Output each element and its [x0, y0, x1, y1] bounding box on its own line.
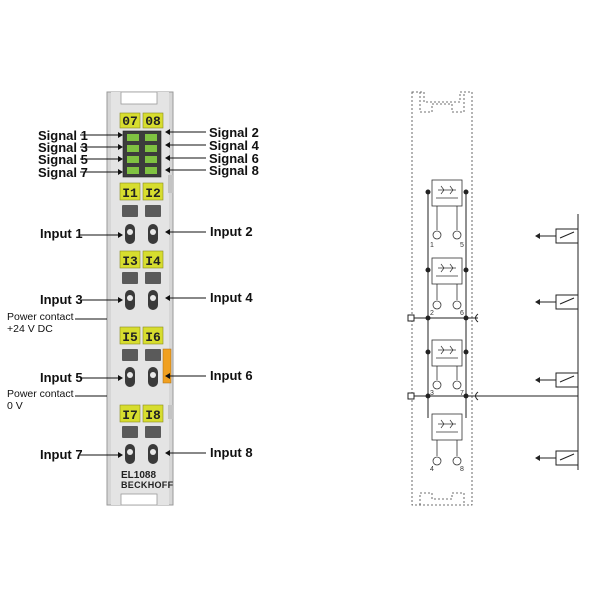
pin-7: 7 — [460, 390, 464, 397]
signal-5-label: Signal 5 — [38, 152, 88, 167]
field-switches — [478, 214, 579, 470]
channel-label-i8: I8 — [145, 408, 161, 423]
channel-label-i7: I7 — [122, 408, 138, 423]
pin-4: 4 — [430, 466, 434, 473]
channel-label-i2: I2 — [145, 186, 161, 201]
optocoupler-symbols — [436, 185, 458, 433]
channel-label-i3: I3 — [122, 254, 138, 269]
status-leds — [122, 130, 162, 178]
channel-group-3-4: I3 I4 — [119, 250, 164, 310]
callout-lines — [75, 129, 206, 458]
signal-8-label: Signal 8 — [209, 163, 259, 178]
signal-7-label: Signal 7 — [38, 165, 88, 180]
power-contact-24v-value: +24 V DC — [7, 323, 53, 335]
pin-8: 8 — [460, 466, 464, 473]
input-8-label: Input 8 — [210, 445, 253, 460]
power-contact-0v-label: Power contact — [7, 388, 74, 400]
input-2-label: Input 2 — [210, 224, 253, 239]
schematic-outline — [411, 91, 473, 506]
input-3-label: Input 3 — [40, 292, 83, 307]
pin-1: 1 — [430, 242, 434, 249]
power-contact-24v-label: Power contact — [7, 311, 74, 323]
brand-logo: BECKHOFF — [121, 480, 174, 490]
input-4-label: Input 4 — [210, 290, 253, 305]
model-label: EL1088 — [121, 470, 156, 481]
signal-3-label: Signal 3 — [38, 140, 88, 155]
input-1-label: Input 1 — [40, 226, 83, 241]
input-5-label: Input 5 — [40, 370, 83, 385]
led-labels-top: 07 08 — [119, 112, 164, 129]
power-contact-0v-value: 0 V — [7, 400, 23, 412]
signal-4-label: Signal 4 — [209, 138, 260, 153]
channel-group-1-2: I1 I2 — [119, 182, 164, 244]
power-contact-indicator — [162, 348, 172, 384]
channel-group-5-6: I5 I6 — [119, 326, 172, 387]
channel-label-08: 08 — [145, 114, 161, 129]
signal-1-label: Signal 1 — [38, 128, 88, 143]
channel-label-07: 07 — [122, 114, 138, 129]
pin-6: 6 — [460, 310, 464, 317]
input-circuit-blocks — [431, 179, 463, 466]
channel-label-i1: I1 — [122, 186, 138, 201]
input-7-label: Input 7 — [40, 447, 83, 462]
channel-label-i6: I6 — [145, 330, 161, 345]
signal-6-label: Signal 6 — [209, 151, 259, 166]
pin-2: 2 — [430, 310, 434, 317]
input-6-label: Input 6 — [210, 368, 253, 383]
power-rails — [407, 189, 478, 418]
pin-3: 3 — [430, 390, 434, 397]
channel-group-7-8: I7 I8 — [119, 404, 164, 464]
channel-label-i5: I5 — [122, 330, 138, 345]
channel-label-i4: I4 — [145, 254, 161, 269]
signal-2-label: Signal 2 — [209, 125, 259, 140]
pin-5: 5 — [460, 242, 464, 249]
